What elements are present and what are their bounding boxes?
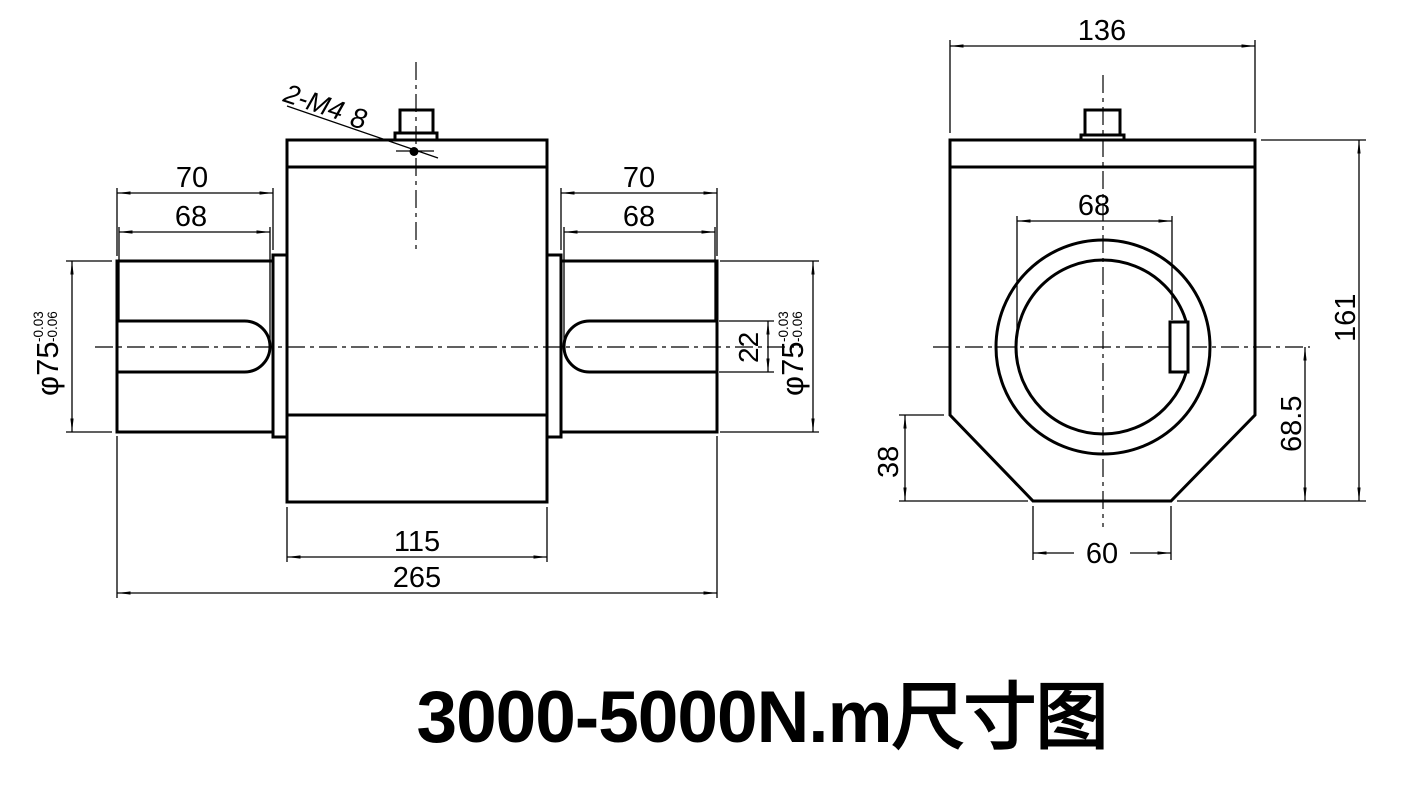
dia75-left-tol-upper: -0.03: [31, 311, 46, 342]
dim-115-label: 115: [394, 526, 440, 558]
thread-depth-label: 8: [348, 102, 370, 136]
side-body-outline: [948, 138, 1257, 503]
dim-136-label: 136: [1078, 15, 1126, 47]
thread-note-label: 2-M4: [279, 78, 348, 126]
ext-68-left: [118, 227, 271, 347]
ext-60: [1032, 506, 1172, 560]
dim-68-right-label: 68: [623, 201, 655, 233]
ext-dia75-left: [66, 260, 112, 433]
dim-265-label: 265: [393, 562, 441, 594]
dia75-right-tol-upper: -0.03: [776, 311, 791, 342]
front-body-outline: [285, 138, 549, 504]
ext-136: [949, 40, 1256, 133]
ext-dia75-right: [720, 260, 819, 433]
dim-161-label: 161: [1330, 294, 1362, 342]
dim-60-label: 60: [1086, 538, 1118, 570]
front-right-collar: [545, 253, 563, 439]
dim-70-left-label: 70: [176, 162, 208, 194]
ext-161: [1177, 139, 1366, 502]
ext-68-right: [563, 227, 716, 347]
dim-22-label: 22: [733, 332, 764, 363]
dim-dia75-right-label: φ75 -0.03 -0.06: [775, 311, 810, 396]
dim-68-bore-label: 68: [1078, 190, 1110, 222]
side-view: 136 68 161 68.5 38 60: [873, 15, 1366, 570]
ext-115: [286, 507, 548, 562]
dia75-right-tol-lower: -0.06: [790, 311, 805, 342]
centerlines: [95, 62, 1310, 527]
side-connector: [1079, 108, 1126, 142]
front-left-collar: [271, 253, 289, 439]
ext-22: [719, 320, 774, 373]
ext-68-bore: [1016, 216, 1173, 332]
dim-68-5-label: 68.5: [1276, 396, 1308, 452]
front-left-shaft: [115, 259, 275, 434]
dim-70-right-label: 70: [623, 162, 655, 194]
dim-dia75-left-label: φ75 -0.03 -0.06: [30, 311, 65, 396]
dia75-right-value: φ75: [775, 341, 810, 396]
front-view: 2-M4 8 70 68 70 68 φ75 -0.03 -0.06: [30, 78, 819, 598]
thread-hole-marker: [409, 147, 419, 156]
bore-keyway-mask: [1169, 321, 1192, 373]
dia75-left-tol-lower: -0.06: [45, 311, 60, 342]
side-outer-circle: [994, 238, 1212, 456]
drawing-title: 3000-5000N.m尺寸图: [416, 677, 1107, 758]
ext-70-left: [116, 188, 274, 256]
front-right-shaft: [559, 259, 719, 434]
dia75-left-value: φ75: [30, 341, 65, 396]
bore-keyway-notch: [1168, 320, 1190, 374]
ext-265: [116, 436, 718, 598]
dim-68-left-label: 68: [175, 201, 207, 233]
dim-38-label: 38: [873, 446, 905, 478]
front-connector: [393, 108, 439, 142]
ext-70-right: [560, 188, 718, 256]
